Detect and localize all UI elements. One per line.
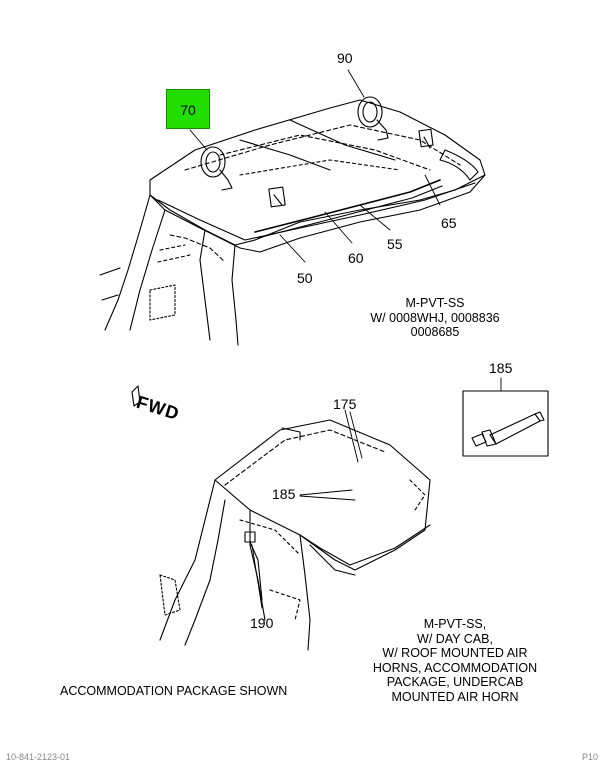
callout-90: 90 [337, 50, 353, 66]
sealant-tube-box [462, 377, 549, 457]
caption-line: W/ 0008WHJ, 0008836 [370, 310, 500, 325]
bottom-cab-roof [159, 419, 431, 651]
callout-50: 50 [297, 270, 313, 286]
footer-part-number: 10-841-2123-01 [6, 752, 71, 762]
forward-arrow-icon [131, 385, 141, 407]
callout-55: 55 [387, 236, 403, 252]
bottom-leader-lines [251, 409, 363, 609]
footer-page: P10 [582, 752, 599, 762]
caption-line: W/ DAY CAB, [417, 631, 493, 646]
caption-line: W/ ROOF MOUNTED AIR [382, 646, 528, 660]
callout-65: 65 [441, 215, 457, 231]
callout-175: 175 [333, 396, 357, 412]
callout-185-roof: 185 [272, 486, 296, 502]
caption-line: HORNS, ACCOMMODATION [372, 660, 538, 675]
callout-60: 60 [348, 250, 364, 266]
caption-bottom-right: M-PVT-SS, W/ DAY CAB, W/ ROOF MOUNTED AI… [365, 617, 545, 704]
top-cab-roof [99, 96, 486, 346]
caption-line: M-PVT-SS, [423, 617, 487, 631]
caption-line: PACKAGE, UNDERCAB [386, 675, 524, 689]
caption-line: M-PVT-SS [405, 296, 465, 310]
caption-top-right: M-PVT-SS W/ 0008WHJ, 0008836 0008685 [360, 296, 510, 340]
callout-70-label: 70 [180, 102, 196, 118]
callout-190: 190 [250, 615, 274, 631]
callout-185-tube: 185 [489, 360, 513, 376]
caption-line: 0008685 [410, 325, 460, 339]
highlighted-callout-70[interactable]: 70 [166, 89, 210, 129]
top-leader-lines [189, 69, 441, 263]
caption-bottom-left: ACCOMMODATION PACKAGE SHOWN [60, 684, 288, 698]
caption-line: MOUNTED AIR HORN [391, 689, 519, 704]
